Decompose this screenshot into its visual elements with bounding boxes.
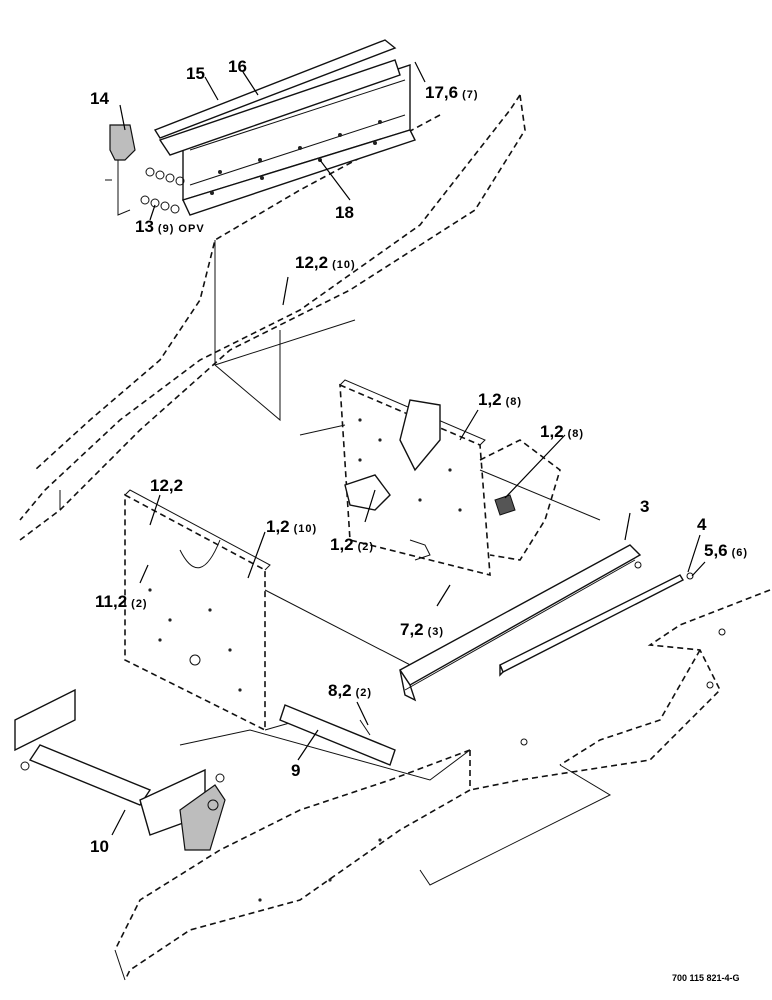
callout-1-center: 1,2(2) bbox=[330, 535, 374, 554]
right-side-plate bbox=[299, 379, 601, 577]
hitch-10 bbox=[14, 688, 226, 851]
left-side-plate bbox=[124, 489, 421, 732]
leader-lines bbox=[111, 61, 706, 836]
callout-5: 5,6(6) bbox=[704, 541, 748, 560]
callout-15: 15 bbox=[186, 64, 205, 83]
angle-3 bbox=[398, 544, 642, 702]
callout-9: 9 bbox=[291, 761, 300, 780]
callout-labels: 15 16 17,6(7) 14 18 13(9) OPV 12,2(10) 1… bbox=[90, 57, 748, 983]
callout-4: 4 bbox=[697, 515, 707, 534]
callout-13: 13(9) OPV bbox=[135, 217, 205, 236]
callout-11: 11,2(2) bbox=[95, 592, 148, 611]
callout-12-upper: 12,2(10) bbox=[295, 253, 356, 272]
callout-1-upper-b: 1,2(8) bbox=[540, 422, 584, 441]
strip-4 bbox=[499, 561, 694, 677]
lower-right-frame bbox=[419, 589, 771, 886]
upper-frame-tube bbox=[19, 94, 526, 541]
top-channel-assembly bbox=[153, 39, 416, 216]
bolt-set-13 bbox=[105, 167, 185, 214]
figure-id: 700 115 821-4-G bbox=[672, 973, 740, 983]
callout-10: 10 bbox=[90, 837, 109, 856]
bracket-14 bbox=[109, 124, 136, 216]
callout-14: 14 bbox=[90, 89, 109, 108]
callout-18: 18 bbox=[335, 203, 354, 222]
callout-1-upper-a: 1,2(8) bbox=[478, 390, 522, 409]
bar-9 bbox=[279, 704, 396, 766]
lower-main-frame bbox=[114, 729, 471, 981]
callout-1-lower: 1,2(10) bbox=[266, 517, 317, 536]
callout-7: 7,2(3) bbox=[400, 620, 444, 639]
callout-17: 17,6(7) bbox=[425, 83, 479, 102]
callout-16: 16 bbox=[228, 57, 247, 76]
callout-3: 3 bbox=[640, 497, 649, 516]
callout-12-lower: 12,2 bbox=[150, 476, 183, 495]
callout-8: 8,2(2) bbox=[328, 681, 372, 700]
